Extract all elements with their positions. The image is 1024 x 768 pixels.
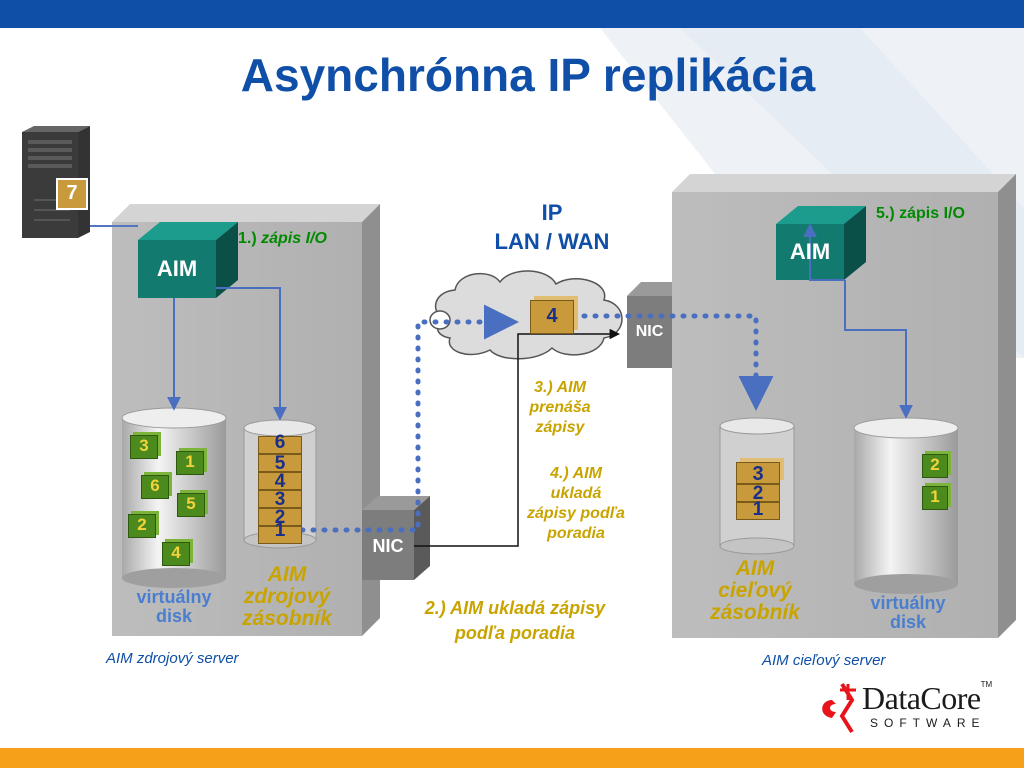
transfer-block-number: 4 xyxy=(546,305,558,327)
disk-block xyxy=(128,514,156,538)
step1-text: zápis I/O xyxy=(261,230,327,247)
source-nic xyxy=(362,496,430,580)
logo-tm: TM xyxy=(980,680,993,689)
queue-block xyxy=(258,436,302,454)
queue-block-number: 5 xyxy=(274,454,286,472)
step4-line1: 4.) AIM xyxy=(550,465,602,482)
source-queue-label-line2: zdrojový xyxy=(243,585,331,608)
logo-subtitle: SOFTWARE xyxy=(870,716,986,730)
queue-block-number: 3 xyxy=(274,490,286,508)
disk-block xyxy=(141,475,169,499)
source-disk-label-line1: virtuálny xyxy=(136,587,212,607)
target-queue-label-line2: cieľový xyxy=(718,579,792,602)
target-aim-label: AIM xyxy=(789,239,831,264)
source-disk-label: virtuálny disk xyxy=(114,588,234,626)
step5-label: 5.) zápis I/O xyxy=(876,205,965,222)
queue-block xyxy=(258,508,302,526)
network-label: IP LAN / WAN xyxy=(470,198,634,256)
target-disk-label: virtuálny disk xyxy=(846,594,970,632)
step2-line2: podľa poradia xyxy=(454,623,576,643)
network-label-line1: IP xyxy=(541,200,563,225)
disk-block-number: 4 xyxy=(171,543,181,562)
disk-block-number: 1 xyxy=(930,487,940,506)
target-disk-label-line1: virtuálny xyxy=(870,593,946,613)
queue-block-number: 2 xyxy=(752,484,764,502)
logo-name: DataCore xyxy=(862,680,981,716)
target-queue-label-line3: zásobník xyxy=(710,601,800,624)
disk-block-number: 2 xyxy=(137,515,147,534)
source-nic-label: NIC xyxy=(372,536,404,556)
disk-block-number: 2 xyxy=(930,455,940,474)
queue-block xyxy=(736,502,780,520)
disk-block xyxy=(162,542,190,566)
step4-line4: poradia xyxy=(547,525,605,542)
step4-line2: ukladá xyxy=(550,485,602,502)
datacore-logo-mark xyxy=(822,682,856,734)
datacore-logo: DataCoreTM xyxy=(862,680,992,717)
queue-block-number: 2 xyxy=(274,508,286,526)
queue-block xyxy=(258,472,302,490)
host-badge-number: 7 xyxy=(66,182,78,204)
step3-line1: 3.) AIM xyxy=(534,379,586,396)
step1-label: 1.) zápis I/O xyxy=(238,230,327,248)
source-queue-label: AIM zdrojový zásobník xyxy=(222,564,352,630)
queue-block-number: 3 xyxy=(752,463,764,485)
queue-block-number: 1 xyxy=(274,520,286,541)
slide-title: Asynchrónna IP replikácia xyxy=(240,49,816,101)
queue-block xyxy=(258,454,302,472)
step3-line3: zápisy xyxy=(535,419,585,436)
disk-block xyxy=(130,435,158,459)
step2-label: 2.) AIM ukladá zápisy podľa poradia xyxy=(390,596,640,646)
disk-block-number: 3 xyxy=(139,436,149,455)
disk-block xyxy=(177,493,205,517)
source-aim-module xyxy=(138,222,238,298)
target-disk-label-line2: disk xyxy=(889,612,927,632)
step3-line2: prenáša xyxy=(529,399,591,416)
step1-number: 1.) xyxy=(238,230,257,247)
target-nic xyxy=(627,282,672,368)
target-aim-module xyxy=(776,206,866,280)
queue-block-number: 6 xyxy=(274,432,286,453)
source-server-caption: AIM zdrojový server xyxy=(106,650,239,667)
host-badge xyxy=(56,178,88,210)
disk-block xyxy=(922,454,948,478)
top-banner xyxy=(0,0,1024,28)
network-label-line2: LAN / WAN xyxy=(494,229,610,254)
connectors xyxy=(167,223,913,547)
network-cloud-icon xyxy=(429,270,623,360)
queue-block xyxy=(736,462,780,484)
disk-block xyxy=(922,486,948,510)
queue-block-number: 4 xyxy=(274,472,286,490)
disk-block-number: 6 xyxy=(150,476,160,495)
target-queue-label: AIM cieľový zásobník xyxy=(690,558,820,624)
disk-block-number: 5 xyxy=(186,494,196,513)
step4-line3: zápisy podľa xyxy=(527,505,625,522)
source-queue-label-line1: AIM xyxy=(267,563,307,586)
target-server-caption: AIM cieľový server xyxy=(762,652,886,669)
source-queue-label-line3: zásobník xyxy=(242,607,332,630)
source-disk-label-line2: disk xyxy=(155,606,193,626)
queue-block-number: 1 xyxy=(752,499,764,520)
source-aim-label: AIM xyxy=(156,256,198,281)
queue-block xyxy=(258,490,302,508)
disk-block xyxy=(176,451,204,475)
transfer-block xyxy=(530,300,574,334)
queue-block xyxy=(736,484,780,502)
disk-block-number: 1 xyxy=(185,452,195,471)
target-queue-label-line1: AIM xyxy=(735,557,775,580)
target-nic-label: NIC xyxy=(635,323,664,340)
queue-block xyxy=(258,526,302,544)
step3-label: 3.) AIM prenáša zápisy xyxy=(500,378,620,438)
bottom-banner xyxy=(0,748,1024,768)
step2-line1: 2.) AIM ukladá zápisy xyxy=(424,598,606,618)
step4-label: 4.) AIM ukladá zápisy podľa poradia xyxy=(516,464,636,544)
